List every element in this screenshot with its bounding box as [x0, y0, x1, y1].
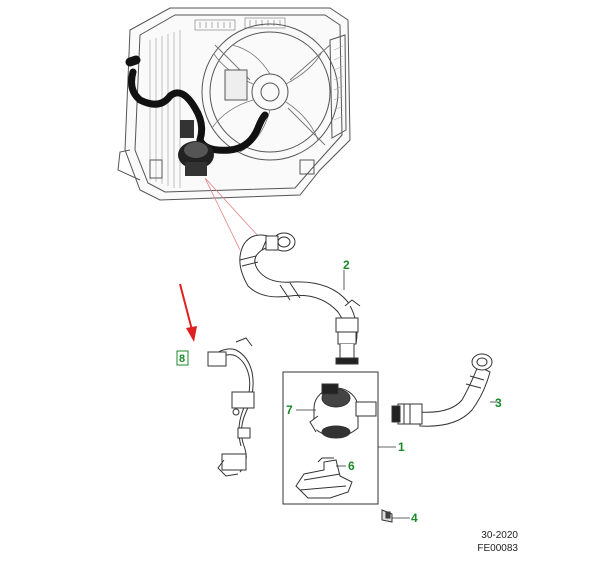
callout-2: 2	[343, 258, 350, 272]
detail-leader-lines	[204, 177, 261, 251]
callout-3: 3	[495, 396, 502, 410]
installed-water-pump	[178, 120, 214, 176]
figure-code: FE00083	[477, 543, 518, 554]
callout-6: 6	[348, 459, 355, 473]
callout-1: 1	[398, 440, 405, 454]
date-code: 30-2020	[481, 530, 518, 541]
callout-leaders	[296, 270, 498, 519]
pump-group-frame	[282, 371, 379, 505]
callout-8-box: 8	[176, 350, 189, 366]
callout-7: 7	[286, 403, 293, 417]
wiring-harness	[207, 337, 255, 477]
callout-4: 4	[411, 511, 418, 525]
callout-8: 8	[179, 353, 185, 365]
red-arrow	[179, 283, 197, 342]
electric-water-pump	[309, 383, 377, 439]
mounting-bolt	[381, 509, 393, 523]
lower-coolant-hose	[391, 353, 493, 427]
pump-bracket	[295, 457, 353, 499]
upper-coolant-hose	[239, 232, 361, 365]
